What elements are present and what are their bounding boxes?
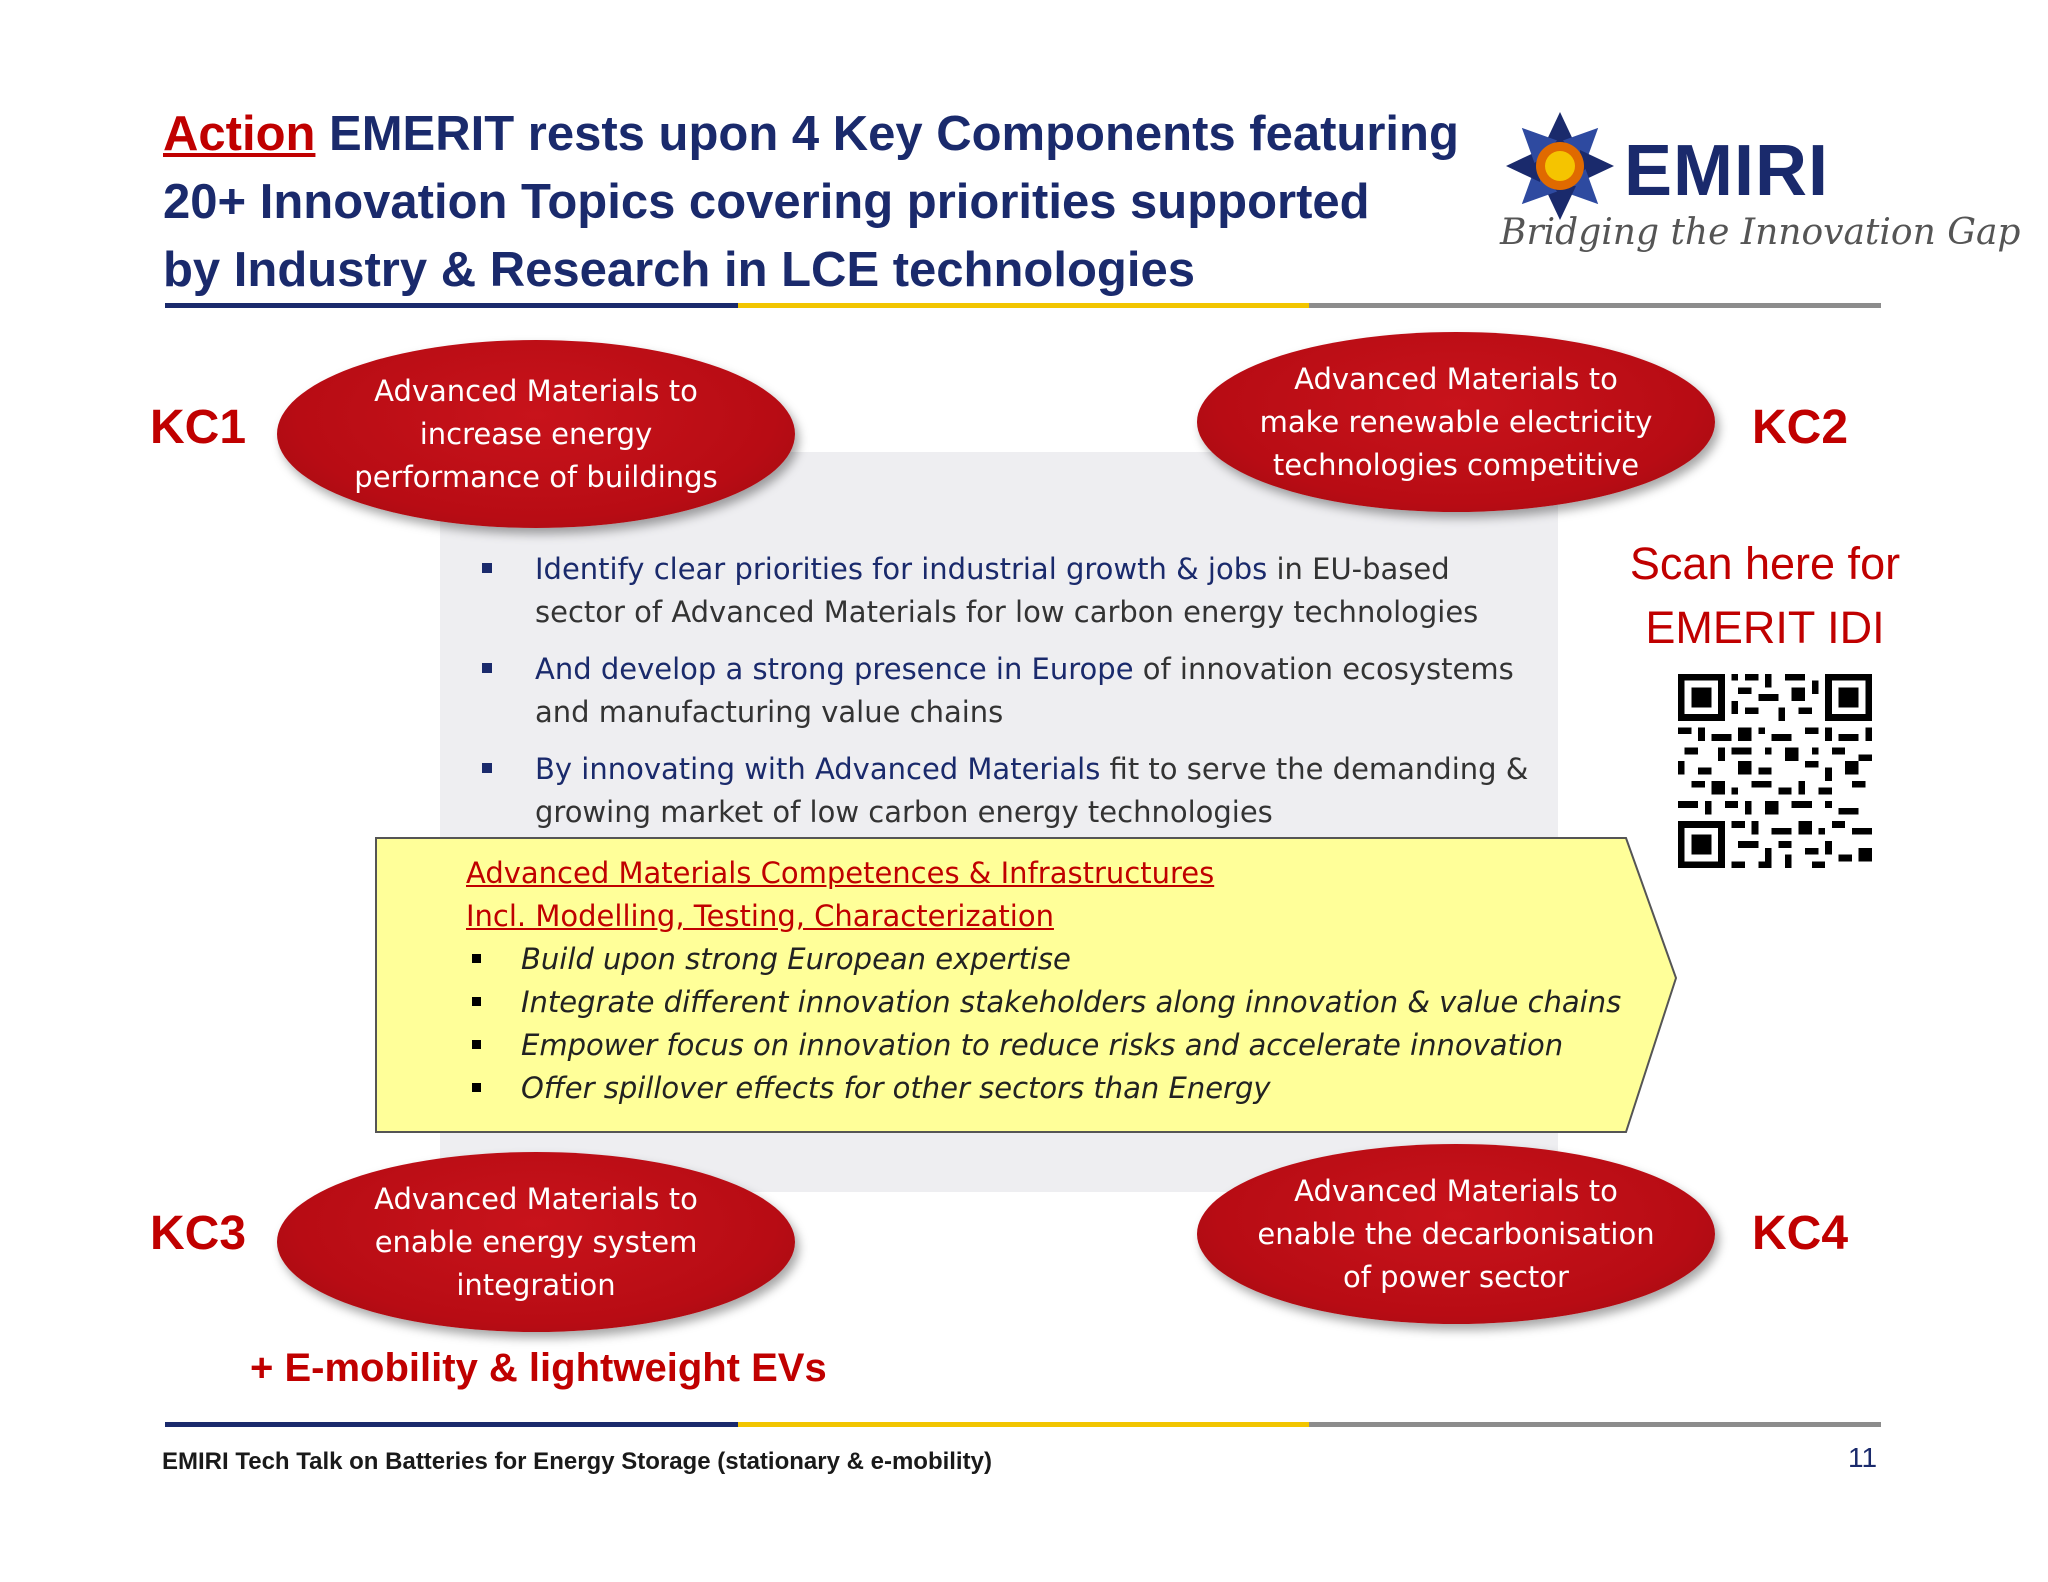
emiri-logo: EMIRI Bridging the Innovation Gap	[1500, 100, 2021, 280]
kc3-ellipse: Advanced Materials to enable energy syst…	[277, 1152, 795, 1332]
bullet-square-icon	[472, 1040, 481, 1049]
scan-callout: Scan here for EMERIT IDI	[1600, 532, 1930, 660]
bullet-square-icon	[472, 954, 481, 963]
page-number: 11	[1848, 1442, 1878, 1473]
list-item: Integrate different innovation stakehold…	[466, 981, 1696, 1024]
kc3-text: Advanced Materials to enable energy syst…	[374, 1181, 698, 1302]
bullet-text: fit to serve the demanding & growing mar…	[535, 752, 1529, 829]
competences-arrow-shape	[375, 837, 1678, 1133]
qr-code-icon[interactable]	[1678, 674, 1872, 868]
title-line-1: EMERIT rests upon 4 Key Components featu…	[315, 107, 1459, 161]
kc4-label: KC4	[1752, 1207, 1849, 1260]
slide-title: Action EMERIT rests upon 4 Key Component…	[163, 100, 1463, 304]
scan-line-2: EMERIT IDI	[1645, 602, 1885, 653]
kc4-text: Advanced Materials to enable the decarbo…	[1257, 1173, 1655, 1294]
bullet-square-icon	[472, 1083, 481, 1092]
footer-rule	[165, 1422, 1881, 1427]
bullet-highlight: By innovating with Advanced Materials	[535, 752, 1101, 786]
kc1-ellipse: Advanced Materials to increase energy pe…	[277, 340, 795, 528]
emiri-flower-icon	[1506, 112, 1614, 220]
bullet-square-icon	[482, 763, 492, 773]
kc1-text: Advanced Materials to increase energy pe…	[354, 373, 718, 494]
competence-item: Build upon strong European expertise	[521, 942, 1071, 976]
bullet-text: in EU-based sector of Advanced Materials…	[535, 552, 1479, 629]
list-item: And develop a strong presence in Europe …	[480, 648, 1530, 734]
title-line-2: 20+ Innovation Topics covering prioritie…	[163, 175, 1370, 229]
bullet-highlight: And develop a strong presence in Europe	[535, 652, 1134, 686]
list-item: Offer spillover effects for other sector…	[466, 1067, 1696, 1110]
list-item: Identify clear priorities for industrial…	[480, 548, 1530, 634]
kc2-ellipse: Advanced Materials to make renewable ele…	[1197, 332, 1715, 512]
kc1-label: KC1	[150, 401, 247, 454]
header-rule	[165, 303, 1881, 308]
bullet-square-icon	[482, 663, 492, 673]
competences-box: Advanced Materials Competences & Infrast…	[466, 852, 1696, 1110]
list-item: Build upon strong European expertise	[466, 938, 1696, 981]
kc2-label: KC2	[1752, 401, 1849, 454]
competence-item: Integrate different innovation stakehold…	[521, 985, 1622, 1019]
scan-line-1: Scan here for	[1629, 538, 1901, 589]
footer-text: EMIRI Tech Talk on Batteries for Energy …	[162, 1448, 992, 1475]
list-item: By innovating with Advanced Materials fi…	[480, 748, 1530, 834]
bullet-square-icon	[482, 563, 492, 573]
kc4-ellipse: Advanced Materials to enable the decarbo…	[1197, 1144, 1715, 1324]
competence-item: Offer spillover effects for other sector…	[521, 1071, 1271, 1105]
emobility-note: + E-mobility & lightweight EVs	[250, 1346, 827, 1390]
kc3-label: KC3	[150, 1207, 247, 1260]
competences-heading-1: Advanced Materials Competences & Infrast…	[466, 856, 1215, 890]
logo-tagline: Bridging the Innovation Gap	[1500, 212, 2021, 253]
logo-wordmark: EMIRI	[1624, 131, 1830, 211]
list-item: Empower focus on innovation to reduce ri…	[466, 1024, 1696, 1067]
center-bullet-list: Identify clear priorities for industrial…	[480, 548, 1530, 848]
title-line-3: by Industry & Research in LCE technologi…	[163, 243, 1195, 297]
bullet-text: of innovation ecosystems and manufacturi…	[535, 652, 1514, 729]
competences-heading-2: Incl. Modelling, Testing, Characterizati…	[466, 899, 1054, 933]
kc2-text: Advanced Materials to make renewable ele…	[1259, 361, 1653, 482]
bullet-square-icon	[472, 997, 481, 1006]
title-lead-word: Action	[163, 107, 316, 161]
bullet-highlight: Identify clear priorities for industrial…	[535, 552, 1268, 586]
competence-item: Empower focus on innovation to reduce ri…	[521, 1028, 1564, 1062]
